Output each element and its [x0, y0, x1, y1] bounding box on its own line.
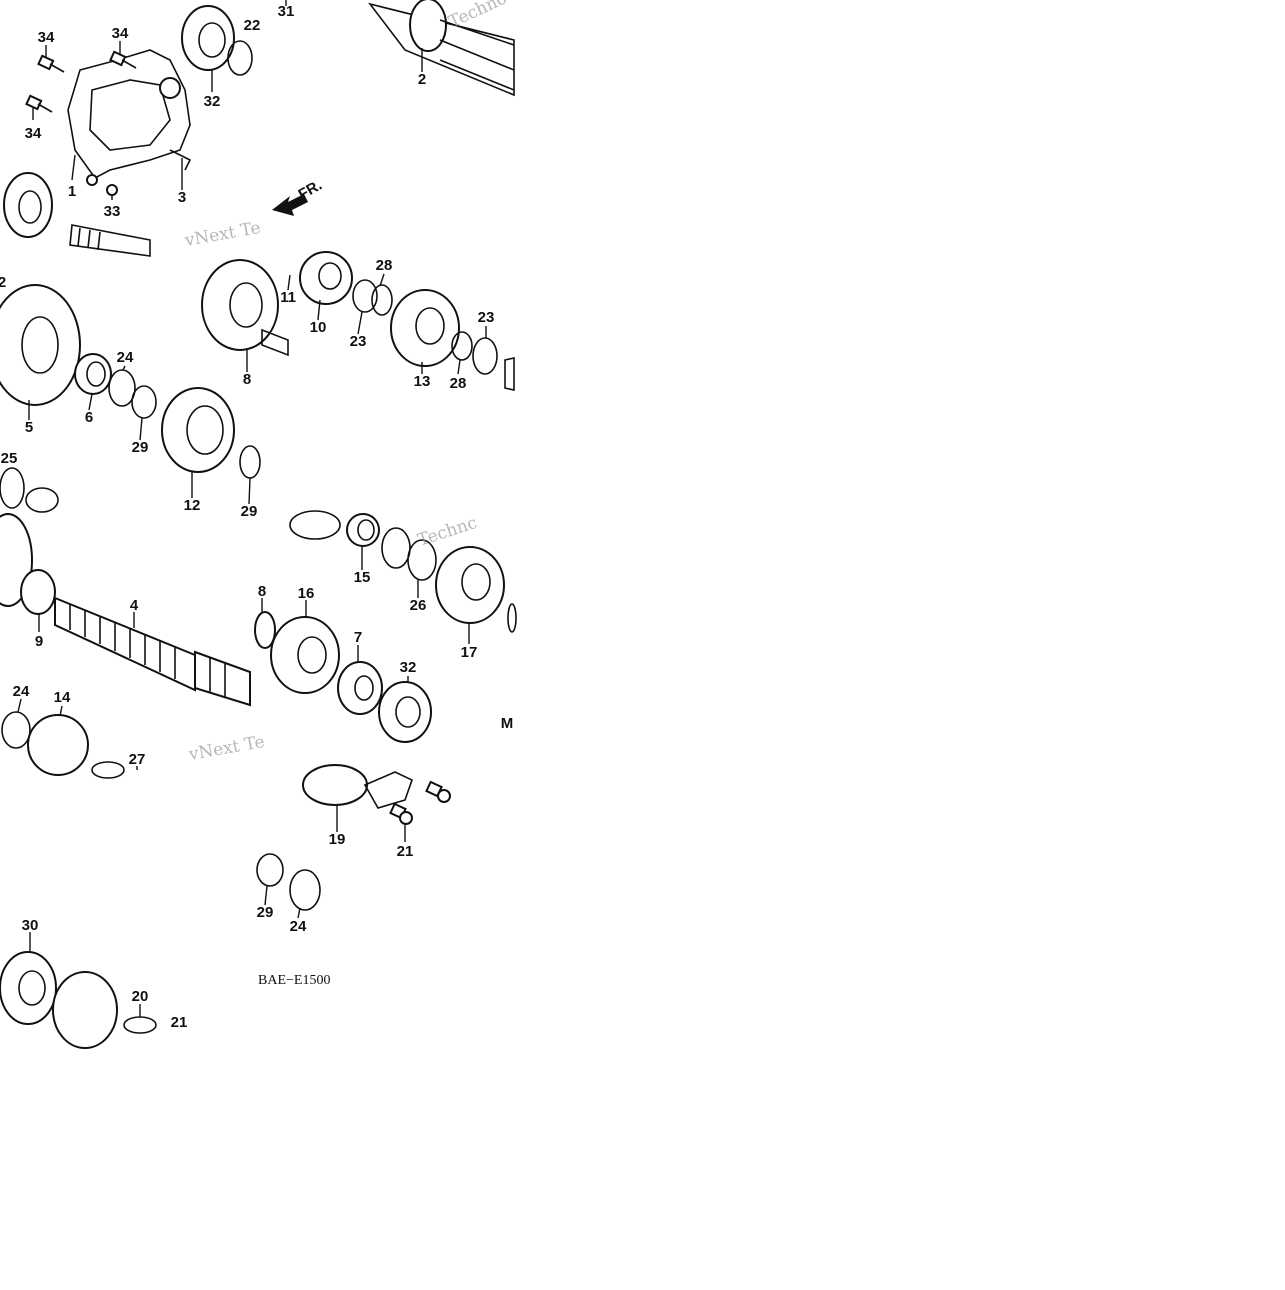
- bearing-icon: [181, 5, 235, 71]
- tile-bottom-middle: [256, 764, 451, 919]
- part-callout-number: 2: [418, 71, 426, 88]
- front-direction-arrow-icon: [272, 194, 308, 216]
- part-callout-number: 28: [376, 257, 393, 274]
- part-callout-number: 34: [38, 29, 55, 46]
- drawing-code: BAE−E1500: [258, 973, 330, 988]
- part-callout-number: 23: [478, 309, 495, 326]
- part-callout-number: 30: [22, 917, 39, 934]
- part-callout-number: 5: [25, 419, 33, 436]
- watermark: Techno: [446, 0, 510, 33]
- gear-icon: [302, 764, 368, 806]
- part-callout-number: 21: [397, 843, 414, 860]
- tile-lower-left: [0, 513, 251, 779]
- gear-icon: [201, 259, 279, 351]
- part-callout-number: 27: [129, 751, 146, 768]
- bolt-icon: [425, 780, 451, 803]
- tile-mid-middle: [287, 251, 515, 391]
- bolt-icon: [37, 54, 65, 73]
- part-callout-number: 17: [461, 644, 478, 661]
- gear-icon: [161, 387, 235, 473]
- part-callout-number: 22: [244, 17, 261, 34]
- part-callout-number: 4: [130, 597, 139, 614]
- part-callout-number: 2: [0, 274, 6, 291]
- part-callout-number: 12: [184, 497, 201, 514]
- gear-icon: [435, 546, 505, 624]
- part-callout-number: 10: [310, 319, 327, 336]
- bolt-icon: [389, 802, 413, 825]
- part-callout-number: 34: [112, 25, 129, 42]
- part-callout-number: 23: [350, 333, 367, 350]
- bearing-icon: [3, 172, 53, 238]
- part-callout-number: 25: [1, 450, 18, 467]
- gear-icon: [299, 251, 353, 305]
- part-callout-number: 20: [132, 988, 149, 1005]
- part-callout-number: M: [501, 715, 514, 732]
- shaft-icon: [54, 596, 251, 707]
- part-callout-number: 28: [450, 375, 467, 392]
- part-callout-number: 29: [257, 904, 274, 921]
- tile-top-left: [3, 5, 253, 257]
- part-callout-number: 1: [68, 183, 76, 200]
- part-callout-number: 11: [280, 289, 296, 306]
- watermark: vNext Te: [186, 732, 266, 765]
- part-callout-number: 8: [258, 583, 266, 600]
- part-callout-number: 9: [35, 633, 43, 650]
- gear-icon: [337, 661, 383, 715]
- part-callout-number: 21: [171, 1014, 188, 1031]
- gear-icon: [409, 0, 447, 52]
- watermark: vNext Te: [182, 218, 262, 251]
- part-callout-number: 24: [290, 918, 307, 935]
- part-callout-number: 15: [354, 569, 371, 586]
- tile-lower-middle: [254, 510, 517, 743]
- part-callout-number: 19: [329, 831, 346, 848]
- part-callout-number: 32: [204, 93, 221, 110]
- bolt-icon: [25, 94, 53, 113]
- part-callout-number: 7: [354, 629, 362, 646]
- tile-top-middle: [272, 0, 515, 216]
- part-callout-number: 31: [278, 3, 295, 20]
- part-callout-number: 34: [25, 125, 42, 142]
- part-callout-number: 26: [410, 597, 427, 614]
- tile-bottom-left: [0, 932, 157, 1049]
- part-callout-number: 14: [54, 689, 71, 706]
- bolt-icon: [109, 50, 137, 69]
- part-callout-number: 13: [414, 373, 431, 390]
- bearing-icon: [0, 951, 57, 1025]
- part-callout-number: 29: [132, 439, 149, 456]
- needle-bearing-icon: [74, 353, 112, 395]
- gear-icon: [52, 971, 118, 1049]
- part-callout-number: 6: [85, 409, 93, 426]
- bearing-icon: [378, 681, 432, 743]
- watermark: Technc: [415, 513, 479, 551]
- part-callout-number: 3: [178, 189, 186, 206]
- tile-mid-left: [0, 259, 289, 513]
- part-callout-number: 16: [298, 585, 315, 602]
- gear-icon: [270, 616, 340, 694]
- part-callout-number: 24: [117, 349, 134, 366]
- part-callout-number: 29: [241, 503, 258, 520]
- part-callout-number: 8: [243, 371, 251, 388]
- gear-icon: [27, 714, 89, 776]
- part-callout-number: 33: [104, 203, 121, 220]
- gear-icon: [0, 284, 81, 406]
- needle-bearing-icon: [254, 611, 276, 649]
- needle-bearing-icon: [346, 513, 380, 547]
- part-callout-number: 32: [400, 659, 417, 676]
- gear-icon: [390, 289, 460, 367]
- part-callout-number: 24: [13, 683, 30, 700]
